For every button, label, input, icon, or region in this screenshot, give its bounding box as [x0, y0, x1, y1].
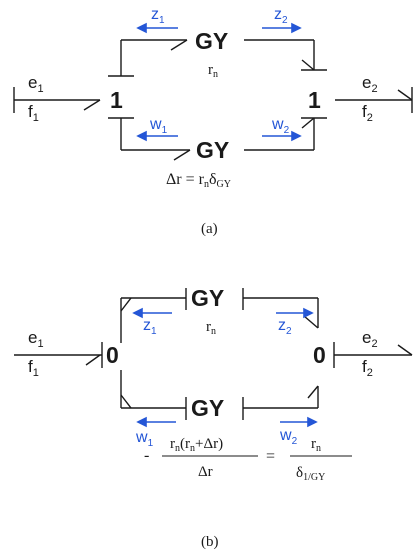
panel-b	[14, 288, 413, 420]
equation-b-minus: -	[144, 447, 149, 464]
bond-e2-half-arrow	[397, 89, 413, 101]
arrow-b-z2-head	[303, 307, 314, 319]
panel-a-flow-arrows	[136, 22, 302, 142]
panel-a-labels: 1 1 GY GY rn e1 f1 e2 f2 z1 z2 w1 w2 Δr=…	[28, 6, 378, 237]
bond-e1-half-arrow	[83, 99, 101, 111]
effort-b-e2: e2	[362, 328, 378, 350]
flow-f2: f2	[362, 102, 373, 124]
gyrator-top: GY	[195, 28, 228, 54]
label-b-z1: z1	[143, 317, 157, 337]
bond-b-bottom-right-half-arrow	[307, 385, 319, 399]
arrow-w2-head	[291, 130, 302, 142]
label-w1: w1	[149, 116, 168, 136]
gyrator-b-bottom: GY	[191, 395, 224, 421]
node-1-left: 1	[110, 87, 123, 113]
arrow-z2-head	[291, 22, 302, 34]
bond-b-top-right-half-arrow	[303, 315, 319, 329]
panel-b-labels: 0 0 GY GY rn e1 f1 e2 f2 z1 z2 w1 w2 - r…	[28, 285, 378, 550]
equation-b-denominator-left: Δr	[198, 464, 213, 480]
panel-b-flow-arrows	[132, 307, 318, 428]
label-z1: z1	[151, 6, 165, 26]
gyrator-b-top: GY	[191, 285, 224, 311]
label-b-w1: w1	[135, 429, 154, 449]
caption-a: (a)	[201, 221, 218, 237]
bond-bottom-left-half-arrow	[173, 149, 191, 161]
equation-b-numerator-left: rn(rn+Δr)	[170, 436, 223, 454]
bond-b-top-left-half-arrow	[120, 297, 132, 312]
bond-bottom-right-half-arrow	[301, 117, 315, 129]
panel-a	[13, 39, 413, 161]
equation-b-equals: =	[266, 448, 275, 465]
node-0-right: 0	[313, 342, 326, 368]
effort-e2: e2	[362, 73, 378, 95]
flow-b-f2: f2	[362, 357, 373, 379]
gyrator-b-ratio: rn	[206, 319, 216, 337]
arrow-b-z1-head	[132, 307, 143, 319]
arrow-w1-head	[136, 130, 147, 142]
bond-top-left-half-arrow	[170, 39, 188, 51]
label-w2: w2	[271, 116, 290, 136]
equation-b-denominator-right: δ1/GY	[296, 465, 325, 483]
equation-b-numerator-right: rn	[311, 436, 321, 454]
node-0-left: 0	[106, 342, 119, 368]
bond-b-bottom-left-half-arrow	[120, 394, 132, 409]
effort-e1: e1	[28, 73, 44, 95]
arrow-b-w1-head	[136, 416, 147, 428]
gyrator-bottom: GY	[196, 137, 229, 163]
arrow-z1-head	[136, 22, 147, 34]
caption-b: (b)	[201, 534, 219, 550]
label-b-z2: z2	[278, 317, 292, 337]
label-b-w2: w2	[279, 427, 298, 447]
flow-f1: f1	[28, 102, 39, 124]
bond-b-e2-half-arrow	[397, 344, 413, 356]
effort-b-e1: e1	[28, 328, 44, 350]
node-1-right: 1	[308, 87, 321, 113]
bond-b-e1-half-arrow	[85, 354, 101, 366]
equation-a: Δr=rnδGY	[166, 171, 231, 190]
bond-top-right-half-arrow	[301, 59, 315, 71]
arrow-b-w2-head	[307, 416, 318, 428]
gyrator-ratio: rn	[208, 62, 218, 80]
flow-b-f1: f1	[28, 357, 39, 379]
label-z2: z2	[274, 6, 288, 26]
